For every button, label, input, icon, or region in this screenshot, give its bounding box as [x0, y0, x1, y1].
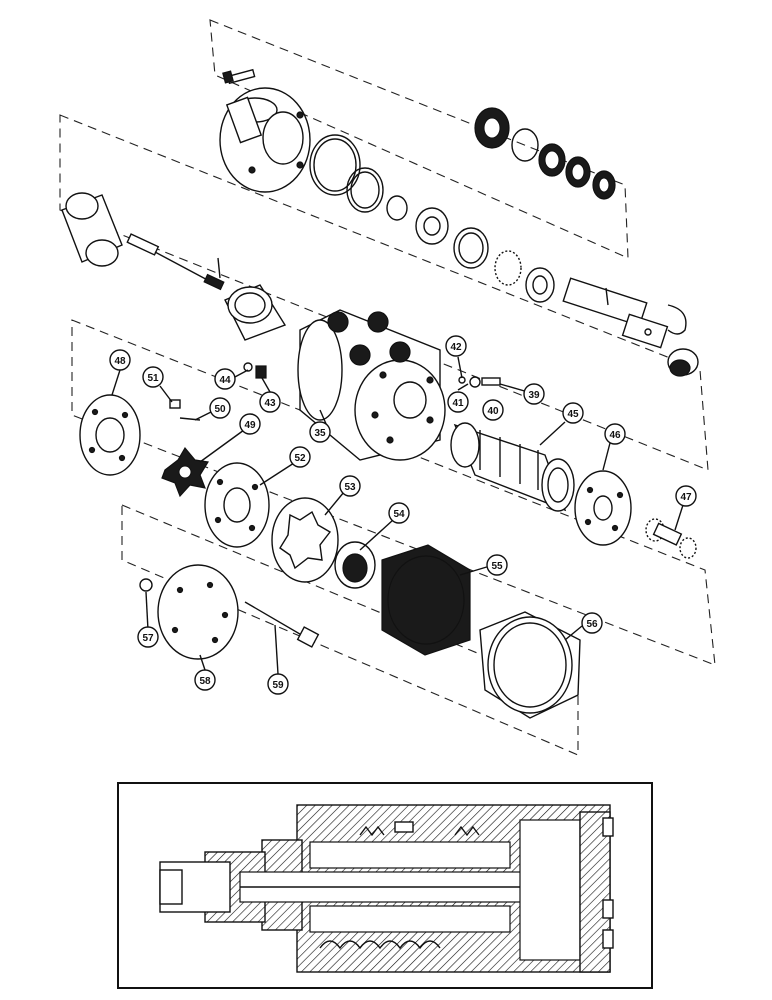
callout-35: 35	[309, 421, 331, 443]
cap-screw	[222, 68, 256, 85]
bushing-upper	[224, 284, 287, 341]
housing	[297, 309, 446, 461]
callout-48: 48	[109, 349, 131, 371]
svg-text:47: 47	[680, 492, 692, 503]
coupler	[667, 348, 699, 377]
callout-47: 47	[675, 485, 697, 507]
svg-text:59: 59	[272, 680, 284, 691]
svg-text:43: 43	[264, 398, 276, 409]
cap-parts-57-58	[139, 564, 239, 660]
callout-39: 39	[523, 383, 545, 405]
callout-53: 53	[339, 475, 361, 497]
snap-ring	[667, 304, 687, 335]
star-rotor-49	[161, 446, 209, 498]
svg-text:35: 35	[314, 428, 326, 439]
group-outline-lower	[121, 504, 579, 756]
seal-band-55	[381, 544, 471, 656]
input-shaft	[562, 277, 669, 349]
svg-text:56: 56	[586, 619, 598, 630]
callout-59: 59	[267, 673, 289, 695]
cover-sleeve-56	[479, 611, 581, 719]
svg-text:54: 54	[393, 509, 405, 520]
svg-text:51: 51	[147, 373, 159, 384]
small-parts-50-51	[169, 399, 201, 421]
callout-41: 41	[447, 391, 469, 413]
stator-53	[271, 497, 339, 583]
cross-section-inset	[117, 782, 653, 989]
svg-text:58: 58	[199, 676, 211, 687]
svg-text:40: 40	[487, 406, 499, 417]
leader-lines	[111, 356, 684, 675]
wear-plate-52	[204, 462, 270, 548]
svg-text:57: 57	[142, 633, 154, 644]
svg-text:45: 45	[567, 409, 579, 420]
drive-47	[645, 518, 697, 559]
check-parts	[243, 362, 501, 388]
spool-sleeve	[450, 422, 575, 512]
svg-text:48: 48	[114, 356, 126, 367]
svg-text:42: 42	[450, 342, 462, 353]
callout-43: 43	[259, 391, 281, 413]
group-outline-upper	[59, 114, 709, 471]
callout-50: 50	[209, 397, 231, 419]
callout-52: 52	[289, 446, 311, 468]
callout-42: 42	[445, 335, 467, 357]
end-plate-48	[79, 394, 141, 476]
shaft-seals	[474, 107, 616, 200]
svg-text:44: 44	[219, 375, 231, 386]
callout-56: 56	[581, 612, 603, 634]
callout-55: 55	[486, 554, 508, 576]
svg-text:46: 46	[609, 430, 621, 441]
svg-text:50: 50	[214, 404, 226, 415]
sleeve	[61, 192, 123, 267]
svg-text:55: 55	[491, 561, 503, 572]
callout-46: 46	[604, 423, 626, 445]
svg-text:41: 41	[452, 398, 464, 409]
svg-text:52: 52	[294, 453, 306, 464]
group-outline-middle	[71, 319, 716, 666]
callout-45: 45	[562, 402, 584, 424]
callout-51: 51	[142, 366, 164, 388]
spacer-plate-46	[574, 470, 632, 546]
pin-rod	[126, 233, 225, 291]
callout-58: 58	[194, 669, 216, 691]
callout-40: 40	[482, 399, 504, 421]
callout-49: 49	[239, 413, 261, 435]
svg-text:39: 39	[528, 390, 540, 401]
svg-text:53: 53	[344, 482, 356, 493]
callout-44: 44	[214, 368, 236, 390]
svg-text:49: 49	[244, 420, 256, 431]
rotor-54	[334, 541, 376, 589]
callout-57: 57	[137, 626, 159, 648]
seal-rings-top	[309, 134, 555, 303]
callout-54: 54	[388, 502, 410, 524]
bolt-59	[244, 601, 320, 648]
end-flange	[219, 87, 311, 193]
